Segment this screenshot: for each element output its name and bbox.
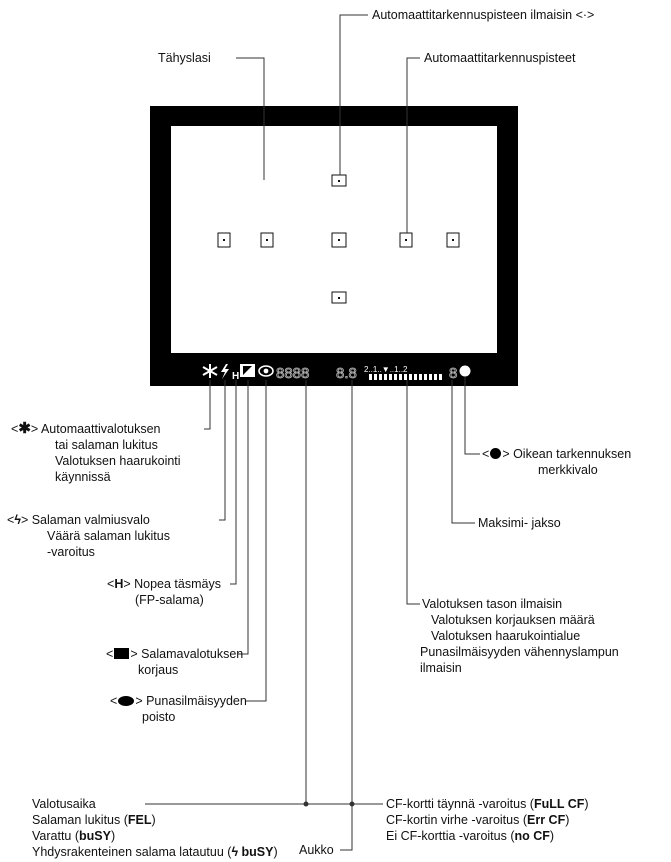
high-speed-sync-icon: H: [232, 371, 239, 382]
flash-comp-label: <> Salamavalotuksen korjaus: [106, 647, 244, 677]
asterisk-icon: ✱: [18, 420, 31, 437]
flash-bolt-icon: [221, 364, 229, 379]
red-eye-icon: [258, 365, 274, 377]
flash-ready-label: <ϟ> Salaman valmiusvalo Väärä salaman lu…: [7, 513, 170, 559]
flash-icon: ϟ: [14, 513, 21, 527]
focus-confirmation-icon: [459, 365, 471, 377]
exposure-scale-bars: [369, 374, 442, 380]
ae-lock-star-icon: [202, 364, 218, 378]
eye-icon: [118, 696, 135, 706]
focus-confirm-label: <> Oikean tarkennuksen merkkivalo: [482, 447, 632, 477]
max-burst-label: Maksimi- jakso: [478, 516, 561, 530]
af-indicator-label: Automaattitarkennuspisteen ilmaisin <·>: [372, 8, 595, 22]
af-points-label: Automaattitarkennuspisteet: [424, 51, 576, 65]
shutter-speed-digits: 8888: [276, 365, 309, 382]
flash-comp-box-icon: [114, 648, 130, 659]
exposure-level-label: Valotuksen tason ilmaisin Valotuksen kor…: [420, 597, 619, 675]
reticle-label: Tähyslasi: [158, 51, 211, 65]
cf-warnings-label: CF-kortti täynnä -varoitus (FuLL CF) CF-…: [386, 797, 589, 843]
filled-circle-icon: [490, 448, 502, 459]
red-eye-label: <> Punasilmäisyyden poisto: [110, 694, 247, 724]
high-speed-sync-label: <H> Nopea täsmäys (FP-salama): [107, 577, 221, 607]
aperture-digits: 8.8: [336, 365, 357, 382]
leader-lines: [145, 14, 480, 851]
exposure-scale-top: 2..1..▼..1..2: [364, 365, 408, 374]
aperture-label: Aukko: [299, 843, 334, 857]
shutter-label: Valotusaika Salaman lukitus (FEL) Varatt…: [32, 797, 278, 859]
lcd-info-bar: H 8888 8.8 2..1..▼..1..2 8: [202, 364, 471, 382]
ae-lock-label: <✱> Automaattivalotuksen tai salaman luk…: [11, 420, 181, 485]
h-icon: H: [114, 577, 124, 591]
af-point-dots: [223, 180, 454, 299]
max-burst-digit: 8: [449, 365, 457, 382]
